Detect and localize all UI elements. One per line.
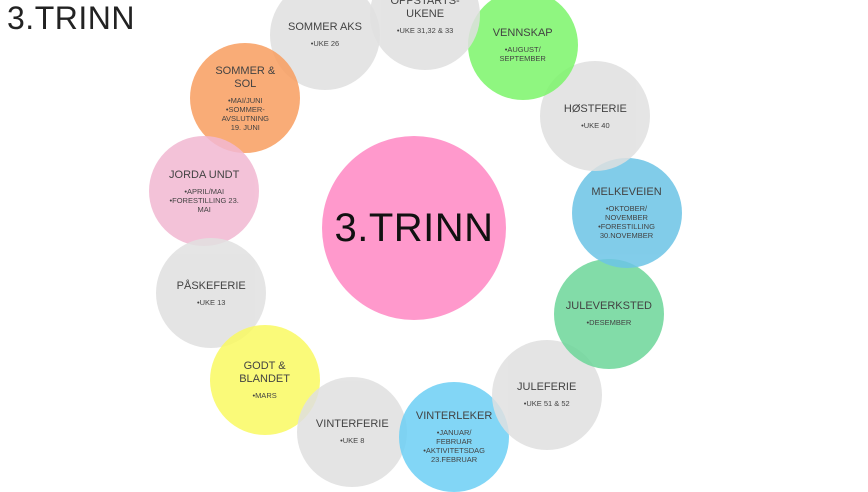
cycle-node: JULEVERKSTED •DESEMBER bbox=[553, 258, 664, 369]
node-detail-item: •UKE 26 bbox=[310, 39, 340, 48]
slide-title: 3.TRINN bbox=[7, 0, 135, 36]
node-details: •UKE 26 bbox=[311, 39, 339, 48]
node-detail-item: •AKTIVITETSDAG 23.FEBRUAR bbox=[423, 446, 485, 465]
node-title: JULEFERIE bbox=[517, 381, 577, 394]
cycle-node: VINTERLEKER •JANUAR/ FEBRUAR•AKTIVITETSDA… bbox=[399, 382, 510, 492]
node-title: SOMMER & SOL bbox=[215, 64, 276, 90]
node-title: VENNSKAP bbox=[492, 26, 553, 39]
node-detail-item: •UKE 51 & 52 bbox=[523, 399, 570, 409]
node-detail-item: •APRIL/MAI bbox=[184, 186, 225, 196]
node-details: •UKE 51 & 52 bbox=[524, 399, 570, 408]
cycle-node: JORDA UNDT •APRIL/MAI•FORESTILLING 23. MA… bbox=[149, 136, 260, 247]
cycle-node: SOMMER & SOL •MAI/JUNI•SOMMER- AVSLUTNING… bbox=[190, 43, 301, 153]
node-detail-item: •UKE 31,32 & 33 bbox=[396, 26, 454, 36]
node-details: •MARS bbox=[252, 391, 276, 400]
cycle-node: PÅSKEFERIE •UKE 13 bbox=[156, 238, 267, 348]
cycle-node: VENNSKAP •AUGUST/ SEPTEMBER bbox=[467, 0, 578, 100]
node-details: •OKTOBER/ NOVEMBER•FORESTILLING 30.NOVEM… bbox=[598, 204, 655, 240]
node-title: JORDA UNDT bbox=[169, 168, 240, 181]
node-detail-item: •DESEMBER bbox=[586, 318, 632, 328]
node-details: •UKE 31,32 & 33 bbox=[397, 26, 453, 35]
cycle-node: OPPSTARTS- UKENE •UKE 31,32 & 33 bbox=[370, 0, 481, 71]
node-title: PÅSKEFERIE bbox=[176, 279, 246, 292]
node-details: •APRIL/MAI•FORESTILLING 23. MAI bbox=[170, 187, 239, 214]
node-details: •MAI/JUNI•SOMMER- AVSLUTNING 19. JUNI bbox=[222, 96, 269, 132]
node-details: •JANUAR/ FEBRUAR•AKTIVITETSDAG 23.FEBRUA… bbox=[423, 428, 485, 464]
cycle-node: JULEFERIE •UKE 51 & 52 bbox=[491, 339, 602, 450]
node-detail-item: •FORESTILLING 30.NOVEMBER bbox=[598, 222, 655, 241]
node-detail-item: •FORESTILLING 23. MAI bbox=[169, 195, 239, 214]
node-detail-item: •UKE 40 bbox=[581, 120, 610, 130]
center-circle: 3.TRINN bbox=[322, 136, 506, 320]
node-details: •UKE 8 bbox=[340, 436, 364, 445]
node-detail-item: •MARS bbox=[252, 390, 277, 400]
node-detail-item: •UKE 8 bbox=[340, 436, 365, 446]
node-detail-item: •SOMMER- AVSLUTNING 19. JUNI bbox=[221, 104, 269, 132]
node-details: •UKE 40 bbox=[581, 121, 609, 130]
cycle-node: MELKEVEIEN •OKTOBER/ NOVEMBER•FORESTILLIN… bbox=[571, 158, 682, 269]
node-title: MELKEVEIEN bbox=[591, 186, 662, 199]
node-title: JULEVERKSTED bbox=[565, 300, 652, 313]
node-title: SOMMER AKS bbox=[288, 21, 362, 33]
node-details: •AUGUST/ SEPTEMBER bbox=[500, 45, 546, 63]
node-title: VINTERFERIE bbox=[315, 418, 389, 431]
node-detail-item: •JANUAR/ FEBRUAR bbox=[436, 428, 473, 447]
cycle-node: VINTERFERIE •UKE 8 bbox=[297, 376, 408, 487]
node-detail-item: •AUGUST/ SEPTEMBER bbox=[499, 44, 546, 63]
node-detail-item: •MAI/JUNI bbox=[227, 95, 263, 105]
node-title: VINTERLEKER bbox=[415, 410, 493, 423]
node-details: •DESEMBER bbox=[587, 318, 632, 327]
node-title: OPPSTARTS- UKENE bbox=[390, 0, 460, 21]
node-details: •UKE 13 bbox=[197, 298, 225, 307]
node-title: GODT & BLANDET bbox=[239, 359, 290, 385]
node-detail-item: •UKE 13 bbox=[196, 297, 226, 307]
node-detail-item: •OKTOBER/ NOVEMBER bbox=[605, 204, 648, 223]
node-title: HØSTFERIE bbox=[563, 102, 627, 115]
